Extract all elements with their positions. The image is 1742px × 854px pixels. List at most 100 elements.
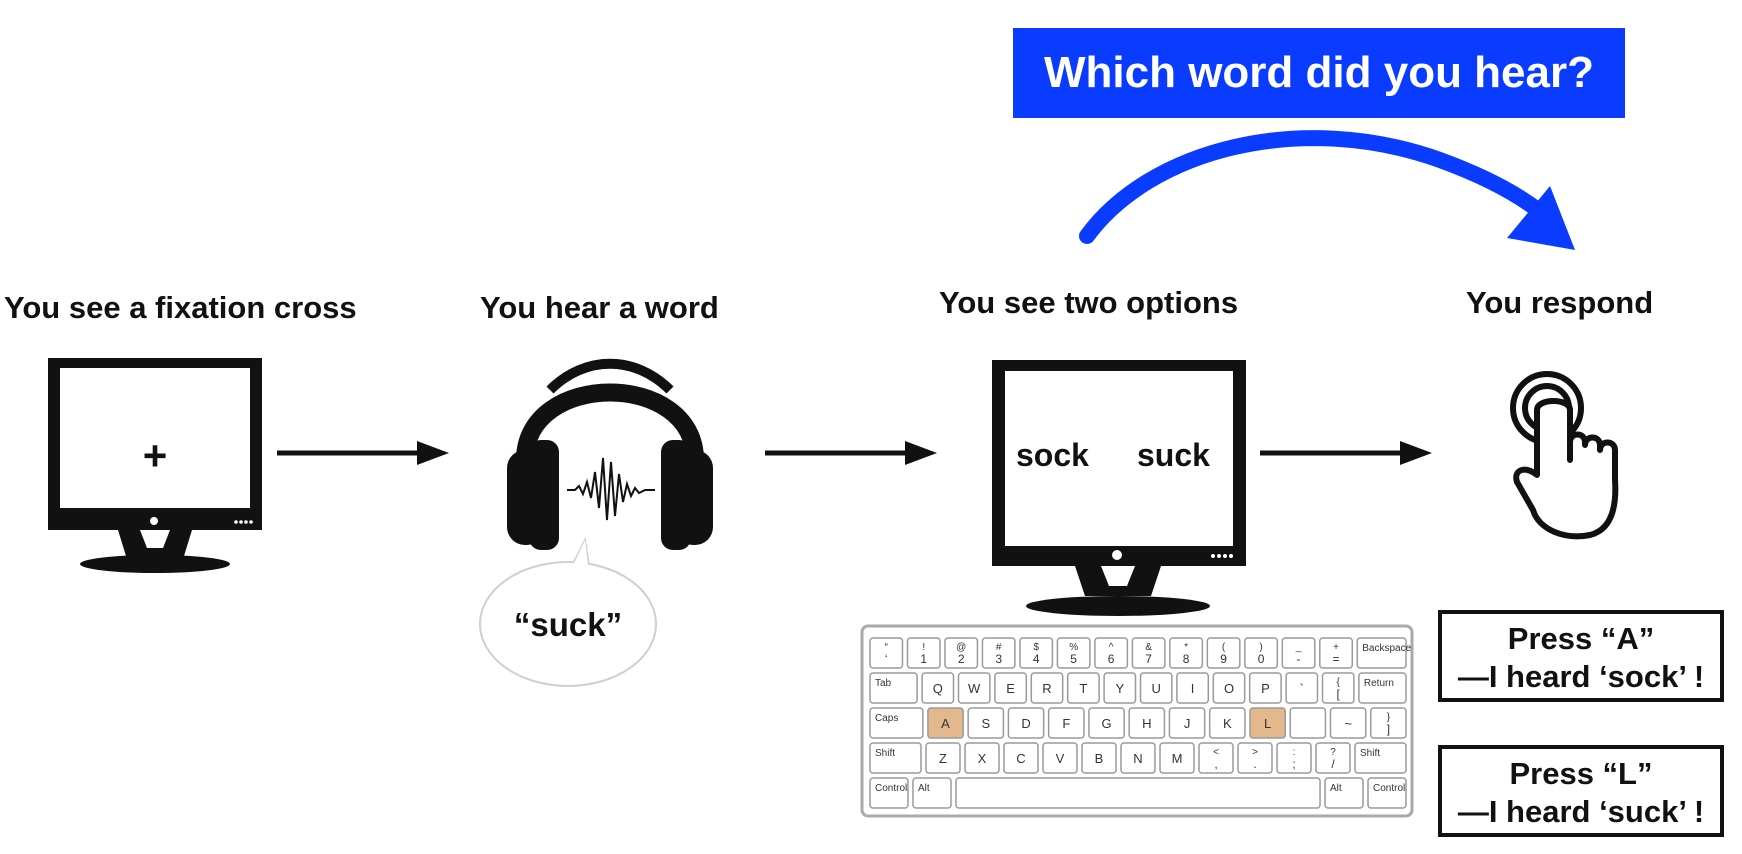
key-sym: >. <box>1237 742 1273 774</box>
svg-text:Return: Return <box>1364 678 1394 689</box>
key-backspace: Backspace <box>1356 637 1412 669</box>
svg-text:Y: Y <box>1115 681 1124 696</box>
heard-word: “suck” <box>514 606 622 643</box>
svg-text:H: H <box>1142 716 1151 731</box>
response-a-line2: —I heard ‘sock’ ! <box>1457 659 1705 694</box>
svg-text:/: / <box>1331 757 1335 771</box>
svg-text:[: [ <box>1337 687 1341 701</box>
key-sym: ~ <box>1329 707 1367 739</box>
tap-hand-icon <box>1510 371 1619 540</box>
key-4: $4 <box>1019 637 1054 669</box>
option-left: sock <box>1016 437 1089 473</box>
key-5: %5 <box>1056 637 1091 669</box>
svg-text:(: ( <box>1222 642 1226 653</box>
svg-text:D: D <box>1021 716 1030 731</box>
key-t: T <box>1066 672 1100 704</box>
key-sym: ` <box>1285 672 1319 704</box>
question-text: Which word did you hear? <box>1044 48 1594 97</box>
arrow-right-icon <box>277 441 449 465</box>
key-o: O <box>1212 672 1246 704</box>
key-w: W <box>957 672 991 704</box>
svg-text:2: 2 <box>958 652 965 666</box>
svg-text:Tab: Tab <box>875 678 892 689</box>
key-x: X <box>964 742 1000 774</box>
key-h: H <box>1128 707 1166 739</box>
arrow-right-icon <box>765 441 937 465</box>
key-caps: Caps <box>869 707 924 739</box>
svg-text:O: O <box>1224 681 1234 696</box>
key-6: ^6 <box>1094 637 1129 669</box>
key-f: F <box>1047 707 1085 739</box>
question-banner: Which word did you hear? <box>1013 28 1625 118</box>
svg-text:X: X <box>978 751 987 766</box>
key-p: P <box>1248 672 1282 704</box>
svg-text:Shift: Shift <box>1360 748 1380 759</box>
svg-text:G: G <box>1101 716 1111 731</box>
key-control: Control <box>869 777 909 809</box>
step-label-options: You see two options <box>939 285 1239 320</box>
svg-text:Q: Q <box>933 681 943 696</box>
svg-text:^: ^ <box>1109 642 1114 653</box>
key-q: Q <box>921 672 955 704</box>
svg-text:N: N <box>1133 751 1142 766</box>
svg-text:&: & <box>1145 642 1152 653</box>
svg-text:{: { <box>1337 677 1341 688</box>
svg-text:`: ` <box>1300 681 1304 696</box>
key-c: C <box>1003 742 1039 774</box>
svg-text:,: , <box>1214 757 1217 771</box>
key-sym: += <box>1319 637 1354 669</box>
key-s: S <box>967 707 1005 739</box>
key-m: M <box>1159 742 1195 774</box>
key-sym: {[ <box>1321 672 1355 704</box>
speech-bubble: “suck” <box>479 536 657 687</box>
svg-text:5: 5 <box>1070 652 1077 666</box>
svg-text:M: M <box>1172 751 1183 766</box>
svg-text:0: 0 <box>1258 652 1265 666</box>
key-shift: Shift <box>869 742 922 774</box>
key-z: Z <box>925 742 961 774</box>
svg-text:F: F <box>1062 716 1070 731</box>
key-y: Y <box>1103 672 1137 704</box>
key-alt: Alt <box>1324 777 1364 809</box>
key-blank <box>955 777 1321 809</box>
key-9: (9 <box>1206 637 1241 669</box>
svg-text:3: 3 <box>995 652 1002 666</box>
key-shift: Shift <box>1354 742 1407 774</box>
svg-text:Alt: Alt <box>918 783 930 794</box>
svg-text:Control: Control <box>1373 783 1405 794</box>
svg-text:K: K <box>1223 716 1232 731</box>
step-label-fixation: You see a fixation cross <box>4 290 357 325</box>
key-g: G <box>1088 707 1125 739</box>
key-j: J <box>1168 707 1206 739</box>
svg-text:Shift: Shift <box>875 748 895 759</box>
key-8: *8 <box>1169 637 1204 669</box>
svg-text:R: R <box>1042 681 1051 696</box>
key-0: )0 <box>1244 637 1279 669</box>
svg-text:“: “ <box>885 642 888 653</box>
key-e: E <box>994 672 1028 704</box>
svg-text:6: 6 <box>1108 652 1115 666</box>
svg-text:$: $ <box>1033 642 1039 653</box>
svg-text:V: V <box>1056 751 1065 766</box>
key-u: U <box>1139 672 1173 704</box>
key-sym: :; <box>1276 742 1312 774</box>
key-alt: Alt <box>912 777 952 809</box>
response-a-line1: Press “A” <box>1507 621 1655 656</box>
key-v: V <box>1042 742 1078 774</box>
key-1: !1 <box>906 637 941 669</box>
svg-text:1: 1 <box>920 652 927 666</box>
svg-text:]: ] <box>1387 722 1390 736</box>
svg-text:): ) <box>1259 642 1262 653</box>
svg-text:9: 9 <box>1220 652 1227 666</box>
svg-text:*: * <box>1184 642 1188 653</box>
key-control: Control <box>1367 777 1407 809</box>
response-box-l: Press “L” —I heard ‘suck’ ! <box>1438 745 1724 837</box>
svg-text:<: < <box>1213 747 1219 758</box>
headphones-icon <box>507 358 713 550</box>
svg-text:~: ~ <box>1344 716 1352 731</box>
svg-text:J: J <box>1184 716 1191 731</box>
svg-text:Z: Z <box>939 751 947 766</box>
svg-text:-: - <box>1297 652 1301 666</box>
waveform-icon <box>567 457 655 521</box>
svg-text:}: } <box>1387 712 1391 723</box>
